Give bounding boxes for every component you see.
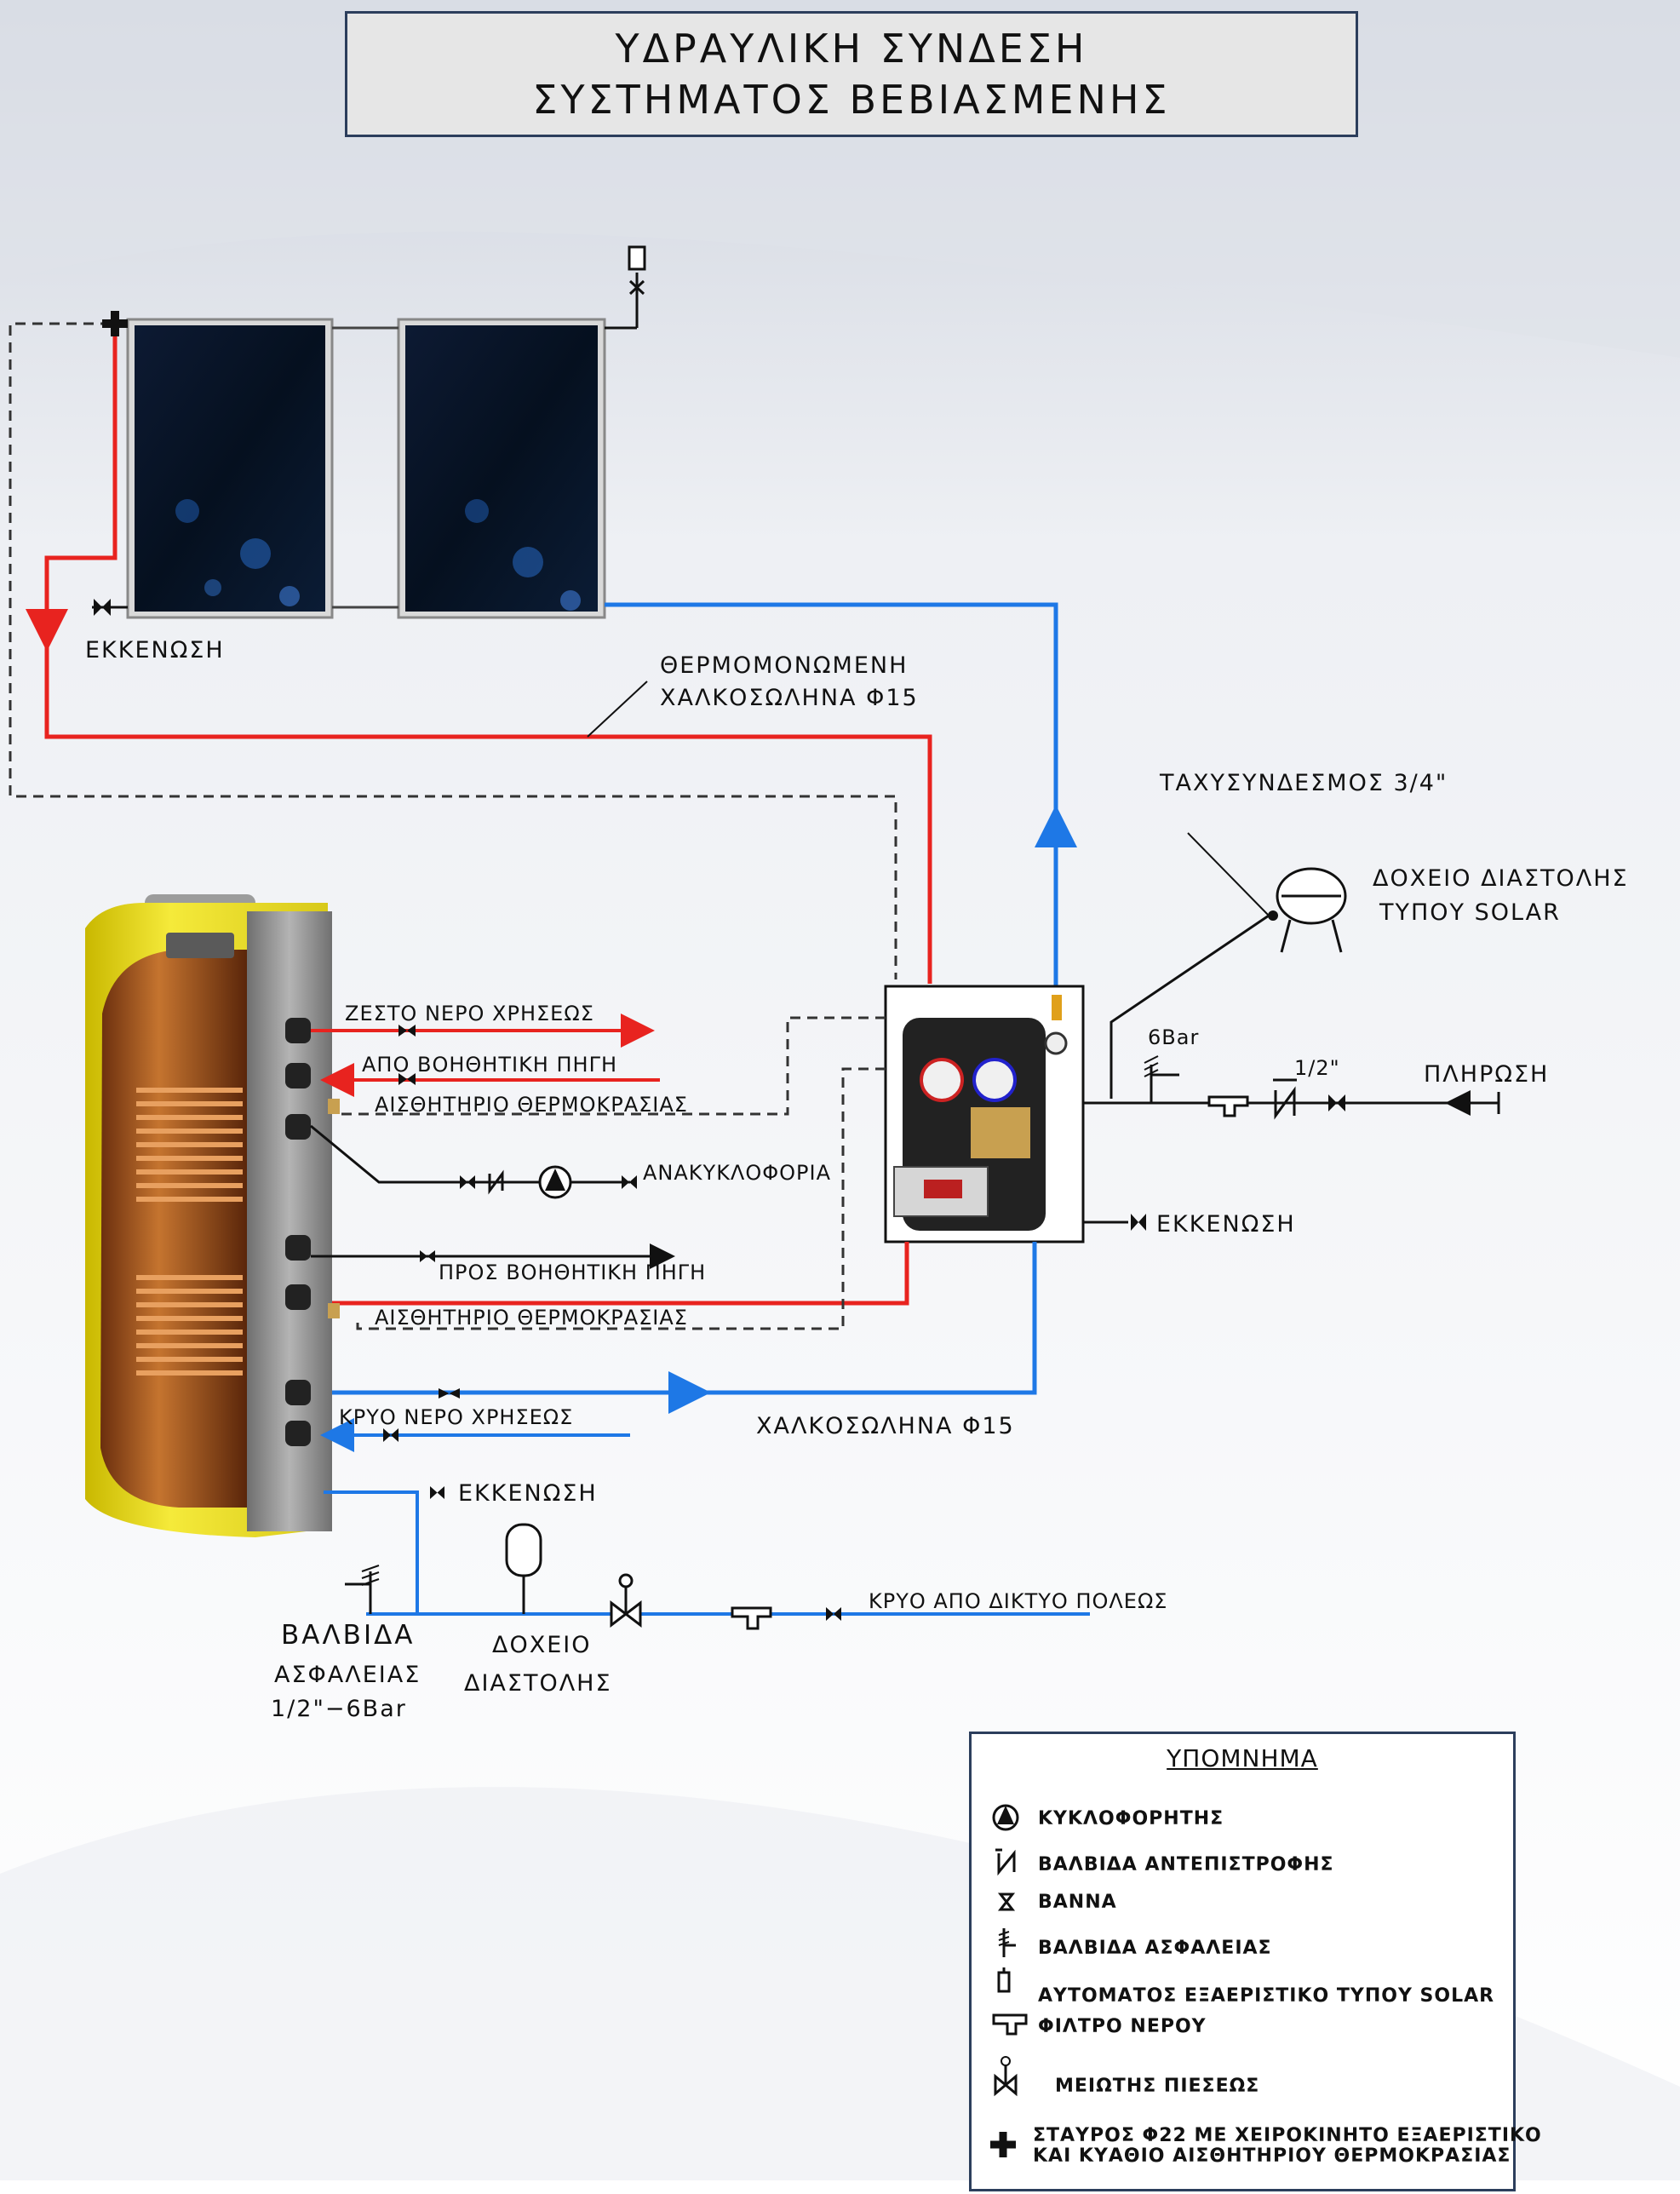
legend-item-0: ΚΥΚΛΟΦΟΡΗΤΗΣ <box>1038 1808 1224 1829</box>
solar-pump-station <box>884 985 1085 1243</box>
legend-item-1: ΒΑΛΒΙΔΑ ΑΝΤΕΠΙΣΤΡΟΦΗΣ <box>1038 1854 1334 1875</box>
label-filling: ΠΛΗΡΩΣΗ <box>1424 1061 1549 1088</box>
solar-expansion-tank <box>1268 867 1347 953</box>
legend-item-2: ΒΑΝΝΑ <box>1038 1892 1117 1913</box>
label-quick-coupling: ΤΑΧΥΣΥΝΔΕΣΜΟΣ 3/4" <box>1159 770 1448 796</box>
title-line-1: ΥΔΡΑΥΛΙΚΗ ΣΥΝΔΕΣΗ <box>615 26 1088 72</box>
solar-collector-left <box>126 318 334 619</box>
safety-valve-icon <box>998 1928 1016 1957</box>
ball-valve-icon <box>997 1892 1016 1911</box>
legend-item-7: ΣΤΑΥΡΟΣ Φ22 ΜΕ ΧΕΙΡΟΚΙΝΗΤΟ ΕΞΑΕΡΙΣΤΙΚΟ <box>1033 2125 1542 2146</box>
cross-fitting-icon <box>102 311 128 336</box>
ball-valve-filling <box>1328 1094 1345 1111</box>
water-filter-icon <box>992 2013 1028 2036</box>
legend-item-4: ΑΥΤΟΜΑΤΟΣ ΕΞΑΕΡΙΣΤΙΚΟ ΤΥΠΟΥ SOLAR <box>1038 1985 1494 2007</box>
label-recirculation: ΑΝΑΚΥΚΛΟΦΟΡΙΑ <box>643 1161 831 1185</box>
air-vent-icon <box>997 1967 1011 1993</box>
label-expansion-2: ΔΙΑΣΤΟΛΗΣ <box>464 1670 612 1697</box>
tank-lower-coil <box>136 1275 243 1376</box>
label-expansion-solar-1: ΔΟΧΕΙΟ ΔΙΑΣΤΟΛΗΣ <box>1373 865 1629 892</box>
circulator-recirculation <box>538 1165 572 1199</box>
label-safety-valve-1: ΒΑΛΒΙΔΑ <box>281 1620 416 1651</box>
title-box: ΥΔΡΑΥΛΙΚΗ ΣΥΝΔΕΣΗ ΣΥΣΤΗΜΑΤΟΣ ΒΕΒΙΑΣΜΕΝΗΣ <box>345 11 1358 137</box>
solar-collector-right <box>397 318 606 619</box>
legend-item-3: ΒΑΛΒΙΔΑ ΑΣΦΑΛΕΙΑΣ <box>1038 1938 1272 1959</box>
legend-title: ΥΠΟΜΝΗΜΑ <box>1167 1744 1318 1772</box>
label-drain-collectors: ΕΚΚΕΝΩΣΗ <box>85 637 225 663</box>
label-6bar: 6Bar <box>1148 1025 1199 1049</box>
check-valve-icon <box>995 1848 1016 1876</box>
label-sensor-top: ΑΙΣΘΗΤΗΡΙΟ ΘΕΡΜΟΚΡΑΣΙΑΣ <box>375 1093 688 1117</box>
label-from-aux: ΑΠΟ ΒΟΗΘΗΤΙΚΗ ΠΗΓΗ <box>362 1053 617 1077</box>
tank-nozzles <box>285 1018 340 1446</box>
tank-safety-valve <box>345 1565 380 1614</box>
water-filter-filling <box>1207 1095 1249 1117</box>
pressure-reducer-icon <box>994 2056 1018 2097</box>
safety-valve-6bar <box>1144 1055 1179 1103</box>
label-to-aux: ΠΡΟΣ ΒΟΗΘΗΤΙΚΗ ΠΗΓΗ <box>439 1261 706 1284</box>
tank-upper-coil <box>136 1088 243 1202</box>
label-hot-water: ΖΕΣΤΟ ΝΕΡΟ ΧΡΗΣΕΩΣ <box>345 1002 594 1025</box>
label-half-inch: 1/2" <box>1294 1056 1340 1080</box>
label-sensor-bottom: ΑΙΣΘΗΤΗΡΙΟ ΘΕΡΜΟΚΡΑΣΙΑΣ <box>375 1306 688 1330</box>
label-expansion-solar-2: ΤΥΠΟΥ SOLAR <box>1379 899 1561 926</box>
legend-item-6: ΜΕΙΩΤΗΣ ΠΙΕΣΕΩΣ <box>1055 2076 1259 2097</box>
legend-box: ΥΠΟΜΝΗΜΑ ΚΥΚΛΟΦΟΡΗΤΗΣ ΒΑΛΒΙΔΑ ΑΝΤΕΠΙΣΤΡΟ… <box>969 1732 1541 2191</box>
pressure-reducer <box>610 1573 642 1628</box>
label-expansion-1: ΔΟΧΕΙΟ <box>492 1632 592 1658</box>
legend-item-5: ΦΙΛΤΡΟ ΝΕΡΟΥ <box>1038 2016 1207 2037</box>
label-cold-water: ΚΡΥΟ ΝΕΡΟ ΧΡΗΣΕΩΣ <box>339 1405 573 1429</box>
label-drain-tank: ΕΚΚΕΝΩΣΗ <box>458 1480 598 1507</box>
tank-expansion-vessel <box>505 1523 542 1614</box>
title-line-2: ΣΥΣΤΗΜΑΤΟΣ ΒΕΒΙΑΣΜΕΝΗΣ <box>532 77 1171 123</box>
label-safety-valve-3: 1/2"−6Bar <box>271 1696 407 1722</box>
label-insulated-pipe-2: ΧΑΛΚΟΣΩΛΗΝΑ Φ15 <box>660 685 919 711</box>
check-valve-filling <box>1273 1078 1297 1120</box>
air-vent-icon <box>605 245 646 330</box>
water-filter-city <box>731 1606 772 1630</box>
legend-item-7-line2: ΚΑΙ ΚΥΑΘΙΟ ΑΙΣΘΗΤΗΡΙΟΥ ΘΕΡΜΟΚΡΑΣΙΑΣ <box>1033 2145 1511 2167</box>
cross-fitting-icon <box>990 2132 1016 2157</box>
label-insulated-pipe-1: ΘΕΡΜΟΜΟΝΩΜΕΝΗ <box>660 652 908 679</box>
label-copper-pipe: ΧΑΛΚΟΣΩΛΗΝΑ Φ15 <box>756 1413 1015 1439</box>
circulator-icon <box>992 1804 1019 1831</box>
drain-valve-collectors <box>92 599 128 616</box>
label-city-cold: ΚΡΥΟ ΑΠΟ ΔΙΚΤΥΟ ΠΟΛΕΩΣ <box>869 1589 1167 1613</box>
legend-symbols: ΚΥΚΛΟΦΟΡΗΤΗΣ ΒΑΛΒΙΔΑ ΑΝΤΕΠΙΣΤΡΟΦΗΣ ΒΑΝΝΑ… <box>990 1804 1541 2167</box>
label-safety-valve-2: ΑΣΦΑΛΕΙΑΣ <box>274 1662 421 1688</box>
label-drain-station: ΕΚΚΕΝΩΣΗ <box>1156 1211 1296 1238</box>
